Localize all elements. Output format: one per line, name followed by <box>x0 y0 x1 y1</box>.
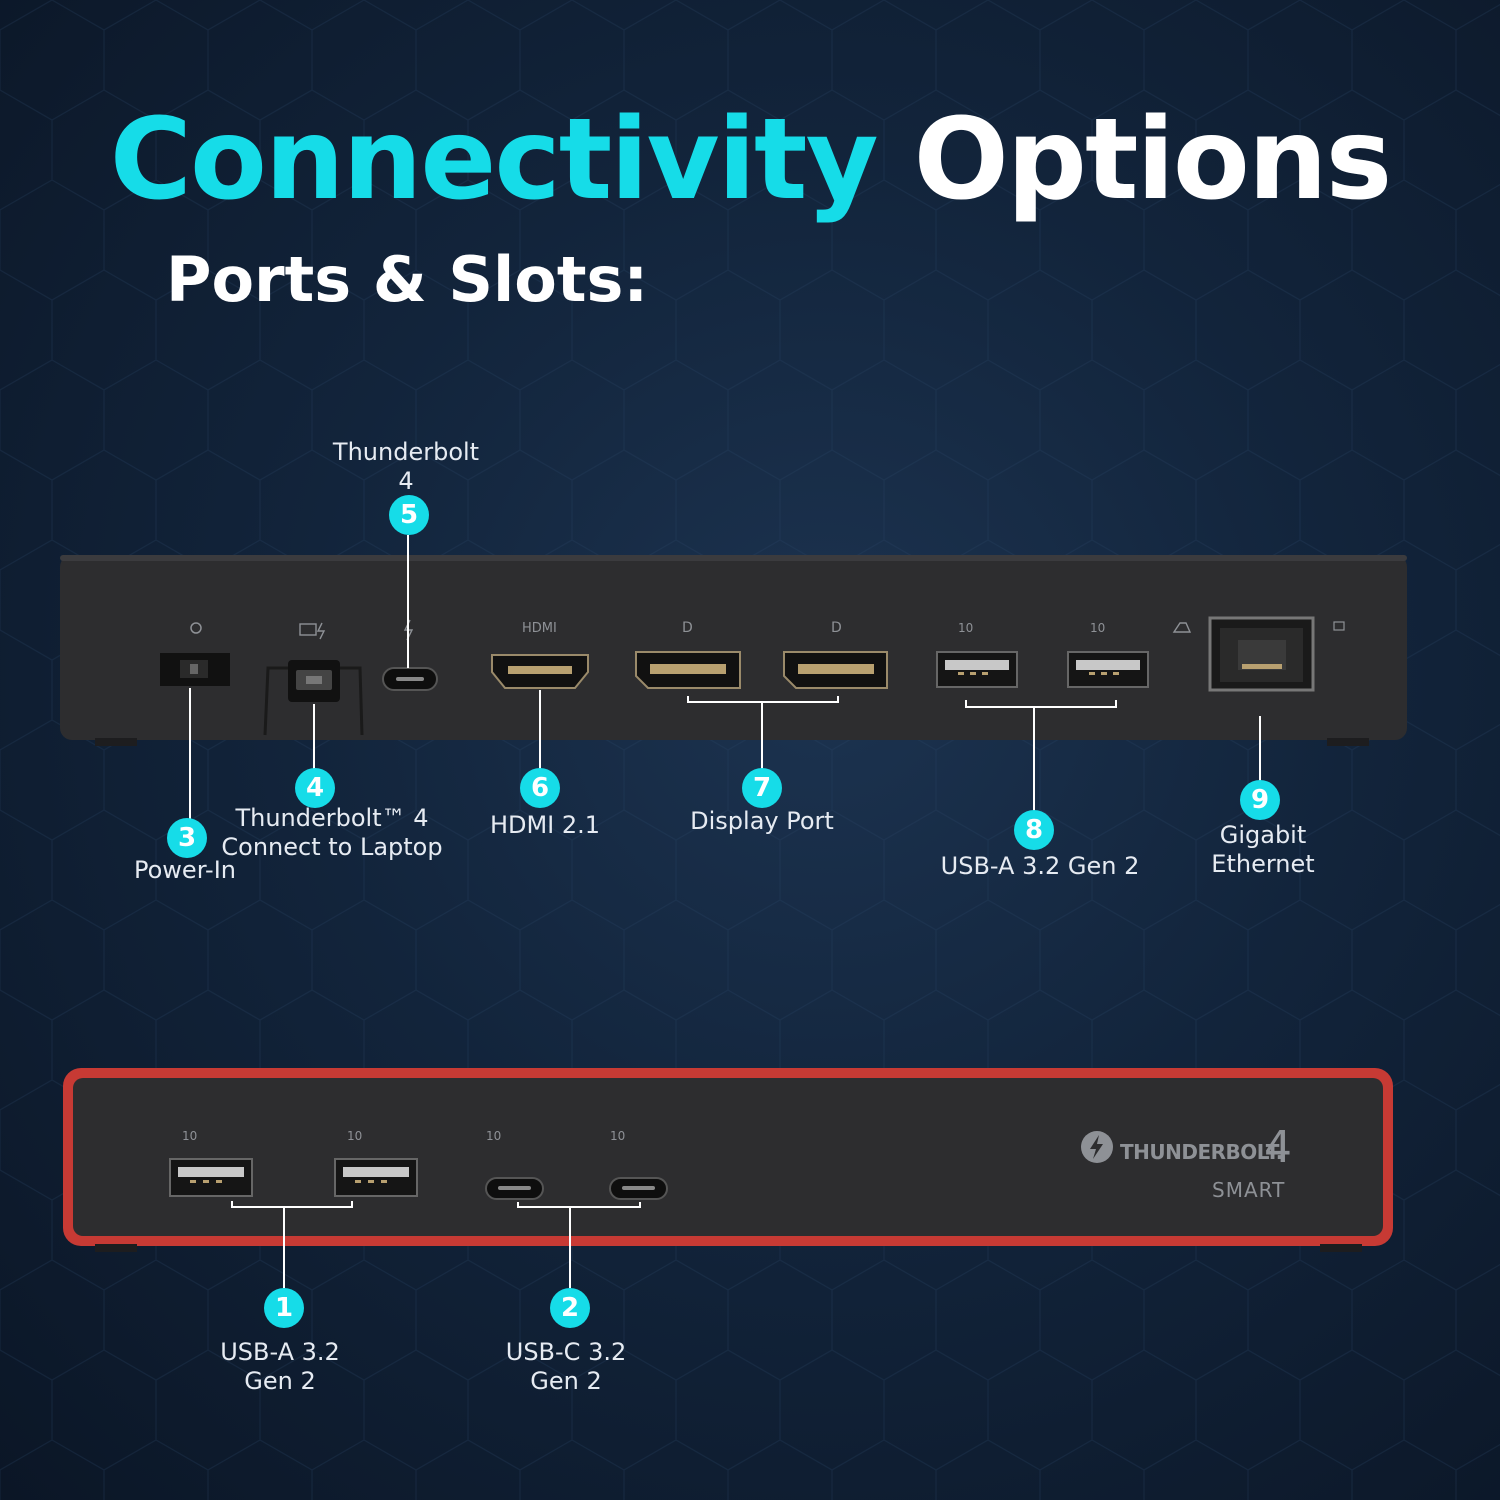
usb-speed-marking: 10 <box>182 1129 197 1143</box>
usb-speed-marking: 10 <box>347 1129 362 1143</box>
thunderbolt-icon <box>316 622 326 640</box>
front-usb-c-port-2: 10 <box>609 1129 668 1200</box>
callout-badge-2: 2 <box>550 1288 590 1328</box>
page-subtitle: Ports & Slots: <box>166 243 649 316</box>
ethernet-port <box>1172 616 1345 692</box>
callout-lines <box>189 535 1261 820</box>
callout-label-usb-a-rear: USB-A 3.2 Gen 2 <box>940 852 1140 880</box>
front-callout-lines <box>231 1201 641 1288</box>
usb-speed-marking: 10 <box>486 1129 501 1143</box>
usb-speed-marking: 10 <box>1090 621 1105 635</box>
usb-speed-marking: 10 <box>958 621 973 635</box>
brand-name: THUNDERBOLT. <box>1120 1140 1283 1164</box>
callout-label-ethernet: Gigabit Ethernet <box>1211 821 1315 878</box>
callout-badge-1: 1 <box>264 1288 304 1328</box>
power-in-port <box>160 622 230 686</box>
usb-speed-marking: 10 <box>610 1129 625 1143</box>
callout-label-power-in: Power-In <box>134 856 236 884</box>
front-usb-a-port-1: 10 <box>169 1129 253 1197</box>
page-title: Connectivity Options <box>0 95 1500 225</box>
callout-label-display-port: Display Port <box>690 807 834 835</box>
callout-label-usb-c-front: USB-C 3.2 Gen 2 <box>505 1338 627 1395</box>
callout-badge-6: 6 <box>520 768 560 808</box>
rear-panel: HDMI D D 10 10 <box>60 535 1407 820</box>
title-rest: Options <box>913 95 1393 225</box>
callout-badge-3: 3 <box>167 818 207 858</box>
displayport-1: D <box>635 620 741 689</box>
power-icon <box>190 622 202 634</box>
callout-badge-4: 4 <box>295 768 335 808</box>
callout-label-thunderbolt-4: Thunderbolt 4 <box>332 438 480 495</box>
laptop-icon <box>299 623 317 636</box>
network-icon <box>1333 621 1345 631</box>
front-usb-a-port-2: 10 <box>334 1129 418 1197</box>
callout-badge-5: 5 <box>389 495 429 535</box>
callout-label-thunderbolt-host: Thunderbolt™ 4 Connect to Laptop <box>221 804 443 861</box>
callout-label-hdmi: HDMI 2.1 <box>489 811 601 839</box>
front-panel: 10 10 10 10 <box>63 1068 1393 1288</box>
displayport-2: D <box>783 620 888 689</box>
displayport-icon: D <box>682 620 693 636</box>
front-usb-c-port-1: 10 <box>485 1129 544 1200</box>
rear-usb-a-port-2: 10 <box>1067 621 1149 688</box>
callout-label-usb-a-front: USB-A 3.2 Gen 2 <box>220 1338 340 1395</box>
callout-badge-7: 7 <box>742 768 782 808</box>
hdmi-port: HDMI <box>491 621 589 689</box>
brand-tagline: SMART <box>1212 1178 1286 1202</box>
rear-usb-a-port-1: 10 <box>936 621 1018 688</box>
title-accent: Connectivity <box>109 95 879 225</box>
thunderbolt-host-port <box>263 622 364 736</box>
callout-badge-8: 8 <box>1014 810 1054 850</box>
thunderbolt-logo-icon <box>1081 1131 1113 1163</box>
brand-version: 4 <box>1264 1122 1292 1173</box>
displayport-icon: D <box>831 620 842 636</box>
callout-badge-9: 9 <box>1240 780 1280 820</box>
hdmi-marking: HDMI <box>522 621 557 636</box>
security-lock-icon <box>1172 622 1192 633</box>
